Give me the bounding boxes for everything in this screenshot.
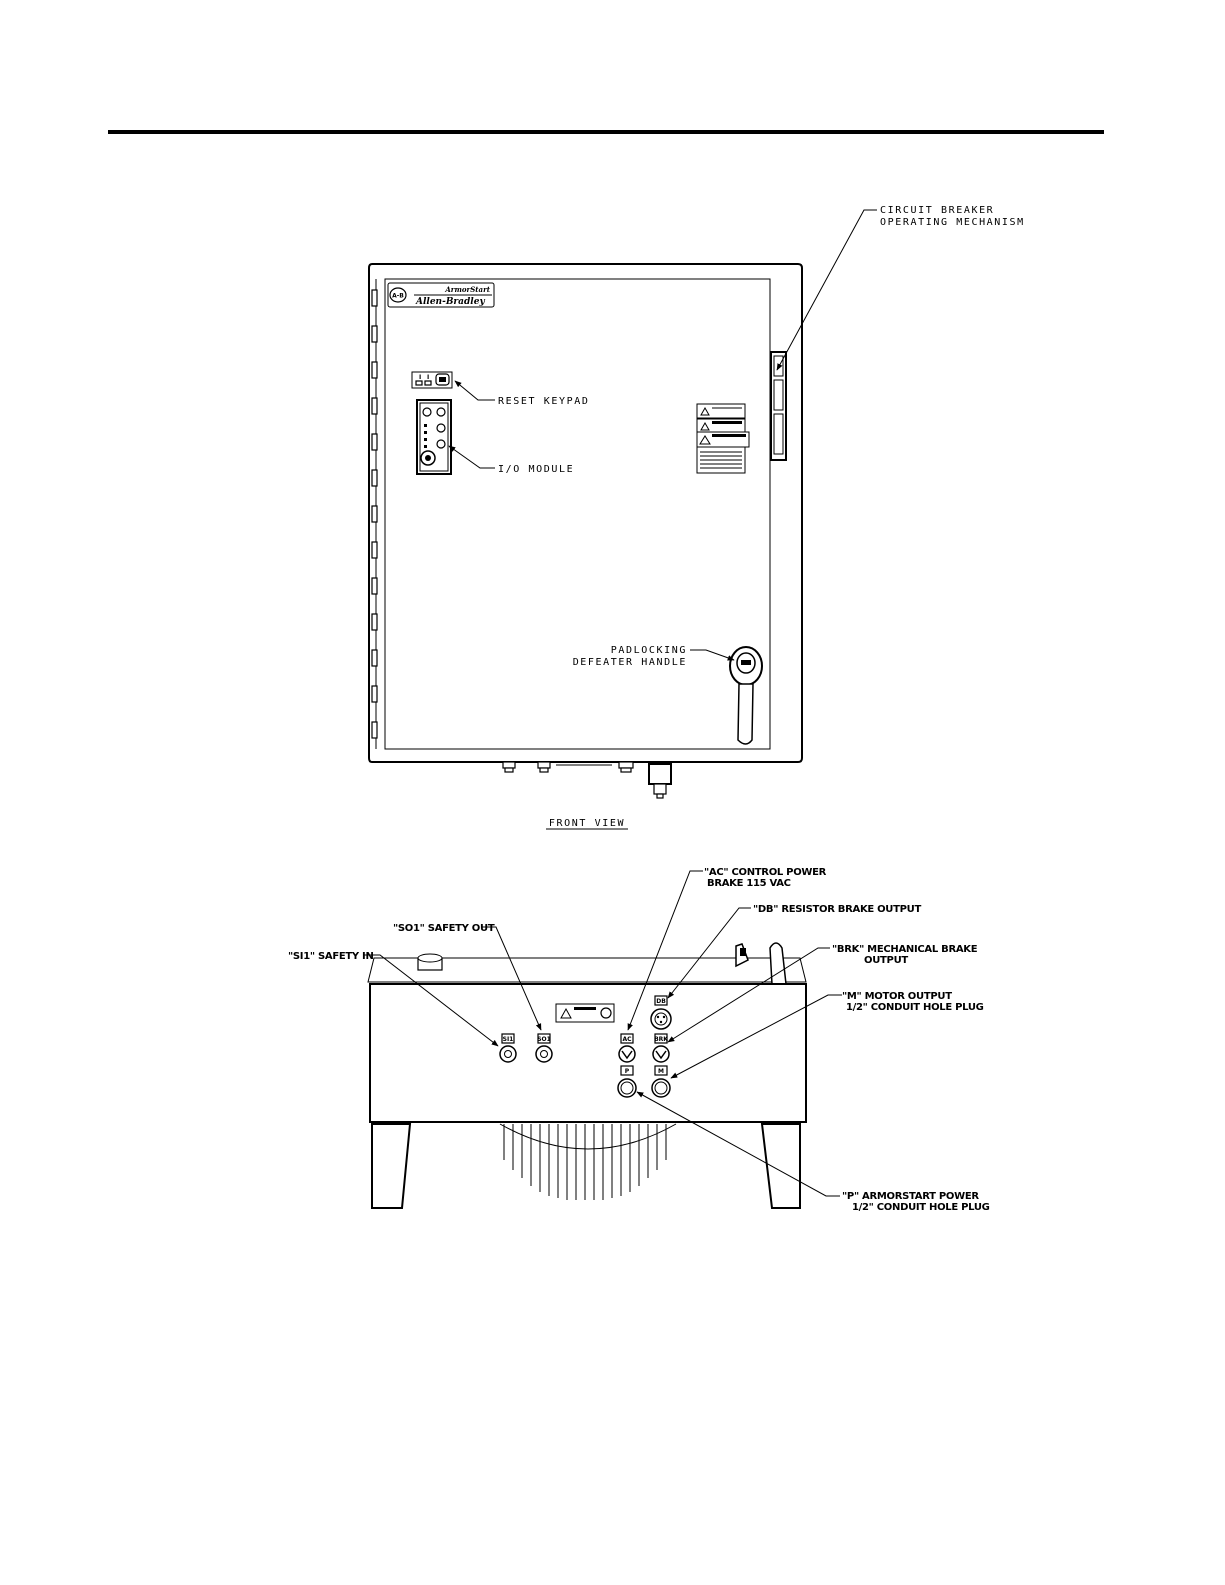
label-circuit-breaker-2: OPERATING MECHANISM — [880, 217, 1025, 228]
tag-brk: BRK — [654, 1036, 668, 1043]
label-padlocking-2: DEFEATER HANDLE — [573, 657, 687, 668]
bottom-view-leaders — [363, 870, 842, 1197]
circuit-breaker-mechanism — [770, 351, 787, 461]
front-view-enclosure: A-B ArmorStart Allen-Bradley I I — [368, 263, 803, 799]
label-m-1: "M" MOTOR OUTPUT — [842, 991, 952, 1002]
heat-sink — [499, 1123, 677, 1200]
svg-text:I: I — [427, 374, 429, 381]
label-db: "DB" RESISTOR BRAKE OUTPUT — [753, 904, 921, 915]
label-brk-1: "BRK" MECHANICAL BRAKE — [832, 944, 978, 955]
front-view-title: FRONT VIEW — [549, 818, 625, 829]
connector-ac: AC — [618, 1033, 636, 1063]
door-hinges — [371, 289, 378, 739]
front-view-leaders — [448, 209, 877, 661]
connector-brk: BRK — [652, 1033, 670, 1063]
bottom-view-enclosure: SI1 SO1 AC DB — [367, 942, 807, 1209]
conduit-plug-m: M — [651, 1065, 671, 1098]
label-padlocking-1: PADLOCKING — [611, 645, 687, 656]
tag-ac: AC — [622, 1036, 632, 1043]
connector-so1: SO1 — [535, 1033, 553, 1063]
tag-m: M — [658, 1068, 664, 1075]
label-p-1: "P" ARMORSTART POWER — [842, 1191, 979, 1202]
label-p-2: 1/2" CONDUIT HOLE PLUG — [852, 1202, 990, 1213]
brand-line-1: ArmorStart — [444, 285, 490, 294]
label-so1: "SO1" SAFETY OUT — [393, 923, 495, 934]
connector-db: DB — [650, 995, 672, 1030]
ab-logo — [389, 287, 407, 303]
tag-si1: SI1 — [503, 1036, 514, 1043]
header-rule — [108, 130, 1104, 134]
padlocking-defeater-handle — [729, 646, 763, 745]
label-reset-keypad: RESET KEYPAD — [498, 396, 589, 407]
tag-so1: SO1 — [537, 1036, 551, 1043]
label-m-2: 1/2" CONDUIT HOLE PLUG — [846, 1002, 984, 1013]
label-si1: "SI1" SAFETY IN — [288, 951, 374, 962]
reset-keypad: I I — [411, 371, 453, 389]
label-io-module: I/O MODULE — [498, 464, 574, 475]
warning-labels — [696, 403, 750, 474]
conduit-plug-p: P — [617, 1065, 637, 1098]
bottom-fittings — [502, 761, 672, 799]
tag-p: P — [625, 1068, 630, 1075]
ab-logo-text: A-B — [392, 293, 404, 300]
io-module — [416, 399, 452, 475]
label-brk-2: OUTPUT — [864, 955, 908, 966]
label-circuit-breaker-1: CIRCUIT BREAKER — [880, 205, 994, 216]
label-ac-1: "AC" CONTROL POWER — [704, 867, 827, 878]
brand-line-2: Allen-Bradley — [415, 297, 485, 307]
tag-db: DB — [656, 998, 666, 1005]
svg-text:I: I — [419, 374, 421, 381]
brand-nameplate: A-B ArmorStart Allen-Bradley — [387, 282, 495, 308]
label-ac-2: BRAKE 115 VAC — [707, 878, 791, 889]
connector-si1: SI1 — [499, 1033, 517, 1063]
